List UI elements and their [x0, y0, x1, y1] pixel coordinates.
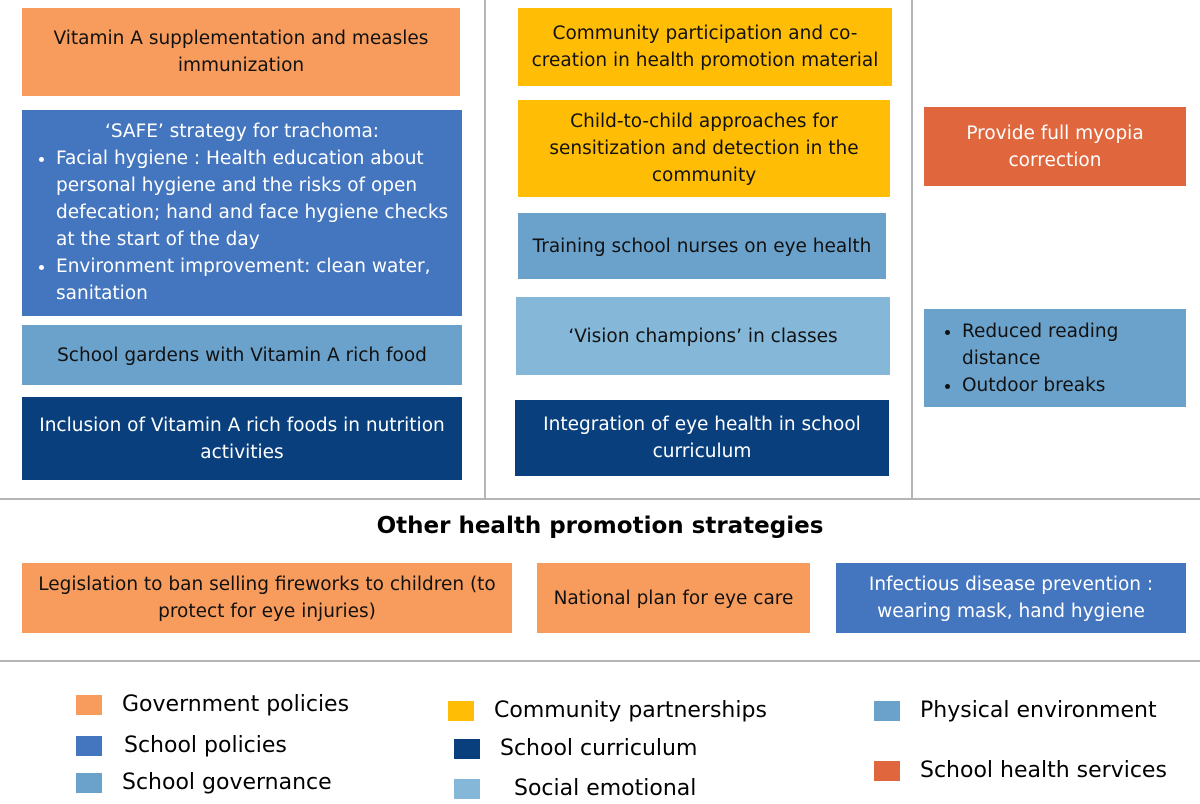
safe-strategy-list: Facial hygiene : Health education about … — [32, 145, 452, 307]
legend-swatch-school-governance — [76, 773, 102, 793]
national-plan-box: National plan for eye care — [537, 563, 810, 633]
legend-school-policies: School policies — [76, 731, 287, 761]
legend-label-school-health-services: School health services — [920, 758, 1167, 783]
legend-swatch-social-emotional — [454, 779, 480, 799]
safe-strategy-title: ‘SAFE’ strategy for trachoma: — [104, 121, 380, 142]
legend-swatch-community-partnerships — [448, 701, 474, 721]
community-participation-box: Community participation and co-creation … — [518, 8, 892, 86]
myopia-correction-text: Provide full myopia correction — [966, 122, 1144, 171]
legend-label-physical-environment: Physical environment — [920, 698, 1157, 723]
school-gardens-box: School gardens with Vitamin A rich food — [22, 325, 462, 385]
legend-label-school-policies: School policies — [124, 733, 287, 758]
legend-school-governance: School governance — [76, 768, 332, 798]
legend-government-policies: Government policies — [76, 690, 349, 720]
legend-physical-environment: Physical environment — [874, 696, 1157, 726]
legislation-fireworks-box: Legislation to ban selling fireworks to … — [22, 563, 512, 633]
infectious-disease-box: Infectious disease prevention : wearing … — [836, 563, 1186, 633]
school-gardens-text: School gardens with Vitamin A rich food — [57, 344, 427, 366]
legend-social-emotional: Social emotional — [454, 774, 696, 804]
safe-bullet-environment: Environment improvement: clean water, sa… — [56, 253, 452, 307]
vision-champions-box: ‘Vision champions’ in classes — [516, 297, 890, 375]
legend-swatch-school-health-services — [874, 761, 900, 781]
safe-bullet-facial-hygiene: Facial hygiene : Health education about … — [56, 145, 452, 253]
legend-school-health-services: School health services — [874, 756, 1167, 786]
infectious-disease-text: Infectious disease prevention : wearing … — [868, 574, 1154, 622]
physical-environment-box: Reduced reading distance Outdoor breaks — [924, 309, 1186, 407]
inclusion-nutrition-text: Inclusion of Vitamin A rich foods in nut… — [39, 414, 445, 463]
inclusion-nutrition-box: Inclusion of Vitamin A rich foods in nut… — [22, 397, 462, 480]
other-strategies-panel — [0, 498, 1200, 662]
reduced-reading-distance-item: Reduced reading distance — [962, 318, 1176, 372]
legend-label-school-curriculum: School curriculum — [500, 736, 698, 761]
legend-swatch-school-policies — [76, 736, 102, 756]
child-to-child-box: Child-to-child approaches for sensitizat… — [518, 100, 890, 197]
legend-community-partnerships: Community partnerships — [448, 696, 767, 726]
national-plan-text: National plan for eye care — [553, 587, 794, 609]
vitamin-a-supplementation-text: Vitamin A supplementation and measles im… — [53, 28, 429, 76]
physical-environment-list: Reduced reading distance Outdoor breaks — [938, 318, 1176, 399]
other-strategies-title: Other health promotion strategies — [376, 513, 824, 539]
training-nurses-text: Training school nurses on eye health — [532, 235, 872, 257]
legend-swatch-physical-environment — [874, 701, 900, 721]
legend-school-curriculum: School curriculum — [454, 734, 697, 764]
legislation-fireworks-text: Legislation to ban selling fireworks to … — [38, 574, 496, 622]
legend-swatch-government-policies — [76, 695, 102, 715]
vitamin-a-supplementation-box: Vitamin A supplementation and measles im… — [22, 8, 460, 96]
legend-swatch-school-curriculum — [454, 739, 480, 759]
community-participation-text: Community participation and co-creation … — [531, 23, 879, 71]
training-nurses-box: Training school nurses on eye health — [518, 213, 886, 279]
child-to-child-text: Child-to-child approaches for sensitizat… — [549, 111, 859, 186]
outdoor-breaks-item: Outdoor breaks — [962, 372, 1176, 399]
column-panel-3 — [911, 0, 1200, 500]
legend-label-community-partnerships: Community partnerships — [494, 698, 767, 723]
legend-label-school-governance: School governance — [122, 770, 332, 795]
safe-strategy-box: ‘SAFE’ strategy for trachoma: Facial hyg… — [22, 110, 462, 316]
legend-label-social-emotional: Social emotional — [514, 776, 697, 801]
myopia-correction-box: Provide full myopia correction — [924, 107, 1186, 186]
vision-champions-text: ‘Vision champions’ in classes — [568, 325, 838, 347]
legend-label-government-policies: Government policies — [122, 692, 350, 717]
integration-curriculum-text: Integration of eye health in school curr… — [543, 414, 861, 462]
integration-curriculum-box: Integration of eye health in school curr… — [515, 400, 889, 476]
